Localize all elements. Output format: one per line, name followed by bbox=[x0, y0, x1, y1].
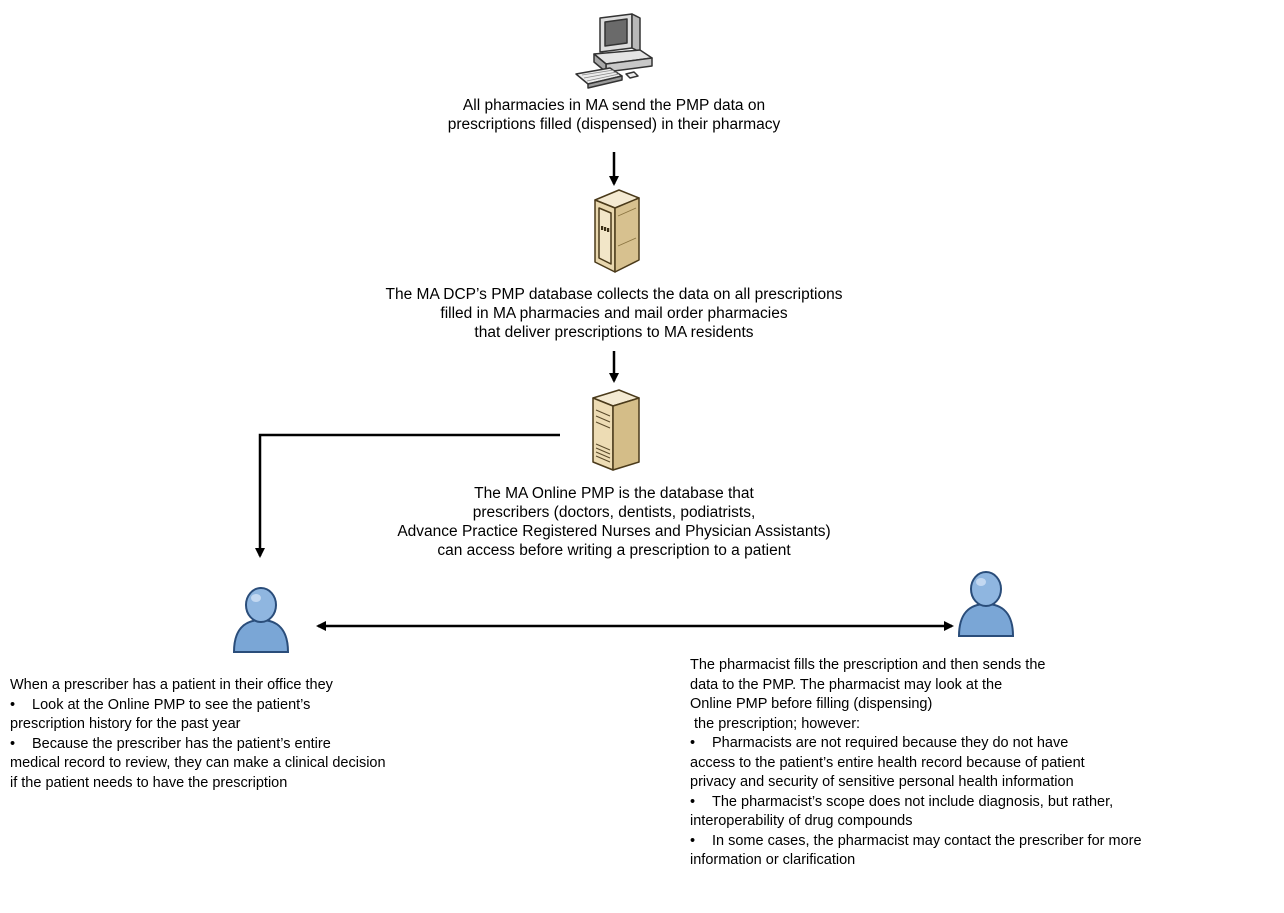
bullet-glyph: • bbox=[10, 696, 16, 713]
pharmacist-intro-line: Online PMP before filling (dispensing) bbox=[690, 696, 933, 712]
prescriber-bullet2-text: Because the prescriber has the patient’s… bbox=[32, 735, 331, 752]
computer-icon bbox=[575, 13, 653, 89]
pharmacist-bullet2-cont: interoperability of drug compounds bbox=[690, 813, 913, 829]
pharmacist-bullet1-text: Pharmacists are not required because the… bbox=[712, 735, 1069, 751]
step1-line: prescriptions filled (dispensed) in thei… bbox=[447, 116, 781, 133]
bullet-glyph: • bbox=[690, 735, 696, 751]
prescriber-bullet2-cont: if the patient needs to have the prescri… bbox=[10, 774, 288, 791]
pharmacist-intro-line: data to the PMP. The pharmacist may look… bbox=[690, 676, 1003, 693]
step2-line: filled in MA pharmacies and mail order p… bbox=[440, 305, 788, 322]
bullet-glyph: • bbox=[690, 793, 696, 810]
pharmacist-intro-line: The pharmacist fills the prescription an… bbox=[690, 657, 1046, 673]
step2-line: The MA DCP’s PMP database collects the d… bbox=[385, 286, 843, 303]
bullet-glyph: • bbox=[10, 735, 16, 752]
prescriber-person-icon bbox=[232, 587, 290, 653]
step3-line: prescribers (doctors, dentists, podiatri… bbox=[472, 504, 756, 521]
prescriber-bullet2-cont: medical record to review, they can make … bbox=[10, 755, 386, 771]
bullet-glyph: • bbox=[690, 832, 696, 849]
pharmacist-bullet: • In some cases, the pharmacist may conta… bbox=[690, 832, 1142, 852]
online-pmp-server-icon bbox=[592, 389, 640, 471]
pharmacist-bullet1-cont: access to the patient’s entire health re… bbox=[690, 754, 1085, 771]
prescriber-bullet: • Because the prescriber has the patient’… bbox=[10, 735, 386, 755]
prescriber-intro: When a prescriber has a patient in their… bbox=[10, 677, 333, 693]
step2-line: that deliver prescriptions to MA residen… bbox=[474, 324, 754, 341]
step3-line: Advance Practice Registered Nurses and P… bbox=[397, 523, 831, 540]
prescriber-description: When a prescriber has a patient in their… bbox=[10, 676, 386, 793]
pharmacist-bullet1-cont: privacy and security of sensitive person… bbox=[690, 774, 1074, 790]
pharmacist-bullet: • Pharmacists are not required because th… bbox=[690, 734, 1142, 754]
pharmacist-description: The pharmacist fills the prescription an… bbox=[690, 656, 1142, 871]
step2-dcp-text: The MA DCP’s PMP database collects the d… bbox=[386, 285, 843, 342]
pharmacist-intro-line: the prescription; however: bbox=[690, 715, 861, 732]
pharmacist-bullet3-cont: information or clarification bbox=[690, 852, 856, 868]
step1-pharmacies-text: All pharmacies in MA send the PMP data o… bbox=[448, 96, 781, 134]
pharmacist-bullet2-text: The pharmacist’s scope does not include … bbox=[712, 793, 1114, 810]
pharmacist-bullet: • The pharmacist’s scope does not include… bbox=[690, 793, 1142, 813]
prescriber-bullet1-cont: prescription history for the past year bbox=[10, 716, 241, 732]
step3-line: The MA Online PMP is the database that bbox=[474, 485, 754, 502]
prescriber-bullet: • Look at the Online PMP to see the patie… bbox=[10, 696, 386, 716]
arrow-online-pmp-to-prescriber bbox=[255, 433, 560, 558]
pharmacist-bullet3-text: In some cases, the pharmacist may contac… bbox=[712, 832, 1142, 849]
step3-line: can access before writing a prescription… bbox=[437, 542, 791, 559]
step1-line: All pharmacies in MA send the PMP data o… bbox=[462, 97, 766, 114]
dcp-database-server-icon bbox=[594, 189, 640, 273]
pharmacist-person-icon bbox=[957, 571, 1015, 637]
step3-online-pmp-text: The MA Online PMP is the database that p… bbox=[397, 484, 830, 560]
prescriber-bullet1-text: Look at the Online PMP to see the patien… bbox=[32, 696, 311, 713]
